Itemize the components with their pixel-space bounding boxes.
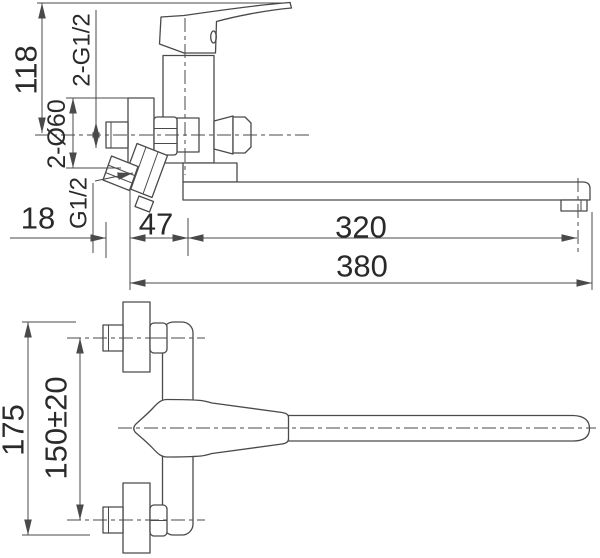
dim-label-118: 118	[9, 45, 44, 94]
dimension-18: 18	[10, 201, 107, 258]
dimension-g12-leader: G1/2	[66, 172, 134, 253]
aerator	[560, 199, 588, 212]
dimension-175: 175	[0, 321, 90, 536]
dim-label-150: 150±20	[39, 376, 74, 479]
dim-label-320: 320	[335, 210, 387, 245]
spout-pivot-block	[182, 162, 238, 183]
spout	[182, 181, 591, 201]
dim-label-g12: G1/2	[66, 177, 93, 229]
faucet-side-outline	[37, 1, 591, 213]
escutcheon-bottom	[122, 482, 151, 554]
lever-handle	[158, 1, 293, 54]
lever-front	[133, 398, 290, 458]
dim-label-47: 47	[139, 207, 173, 242]
dim-label-2-g12: 2-G1/2	[69, 13, 96, 86]
dimension-150: 150±20	[39, 338, 84, 520]
shower-outlet-tip	[134, 195, 155, 213]
front-dimensions: 175 150±20	[0, 321, 90, 536]
dim-label-18: 18	[21, 201, 55, 236]
dim-label-2-d60: 2-Ø60	[43, 99, 71, 168]
front-view: 175 150±20	[0, 301, 596, 554]
dimension-320: 320	[188, 210, 577, 245]
side-centerlines	[35, 18, 579, 252]
outlet-facet	[142, 151, 159, 195]
dimension-2-d60: 2-Ø60	[43, 97, 128, 169]
dimension-380: 380	[130, 212, 593, 290]
handle-button	[210, 30, 217, 44]
dimension-2-g12: 2-G1/2	[69, 10, 100, 148]
side-view: 118 2-G1/2 2-Ø60 G1/2 18	[9, 1, 593, 290]
right-fitting-stub	[232, 116, 252, 154]
dimension-118: 118	[9, 2, 46, 133]
dim-label-380: 380	[336, 249, 388, 284]
outlet-facet	[130, 146, 147, 190]
front-centerlines	[67, 337, 596, 521]
hex-nut	[153, 116, 178, 156]
dim-label-175: 175	[0, 404, 31, 456]
side-dimensions: 118 2-G1/2 2-Ø60 G1/2 18	[9, 2, 593, 290]
escutcheon-top	[122, 301, 151, 373]
